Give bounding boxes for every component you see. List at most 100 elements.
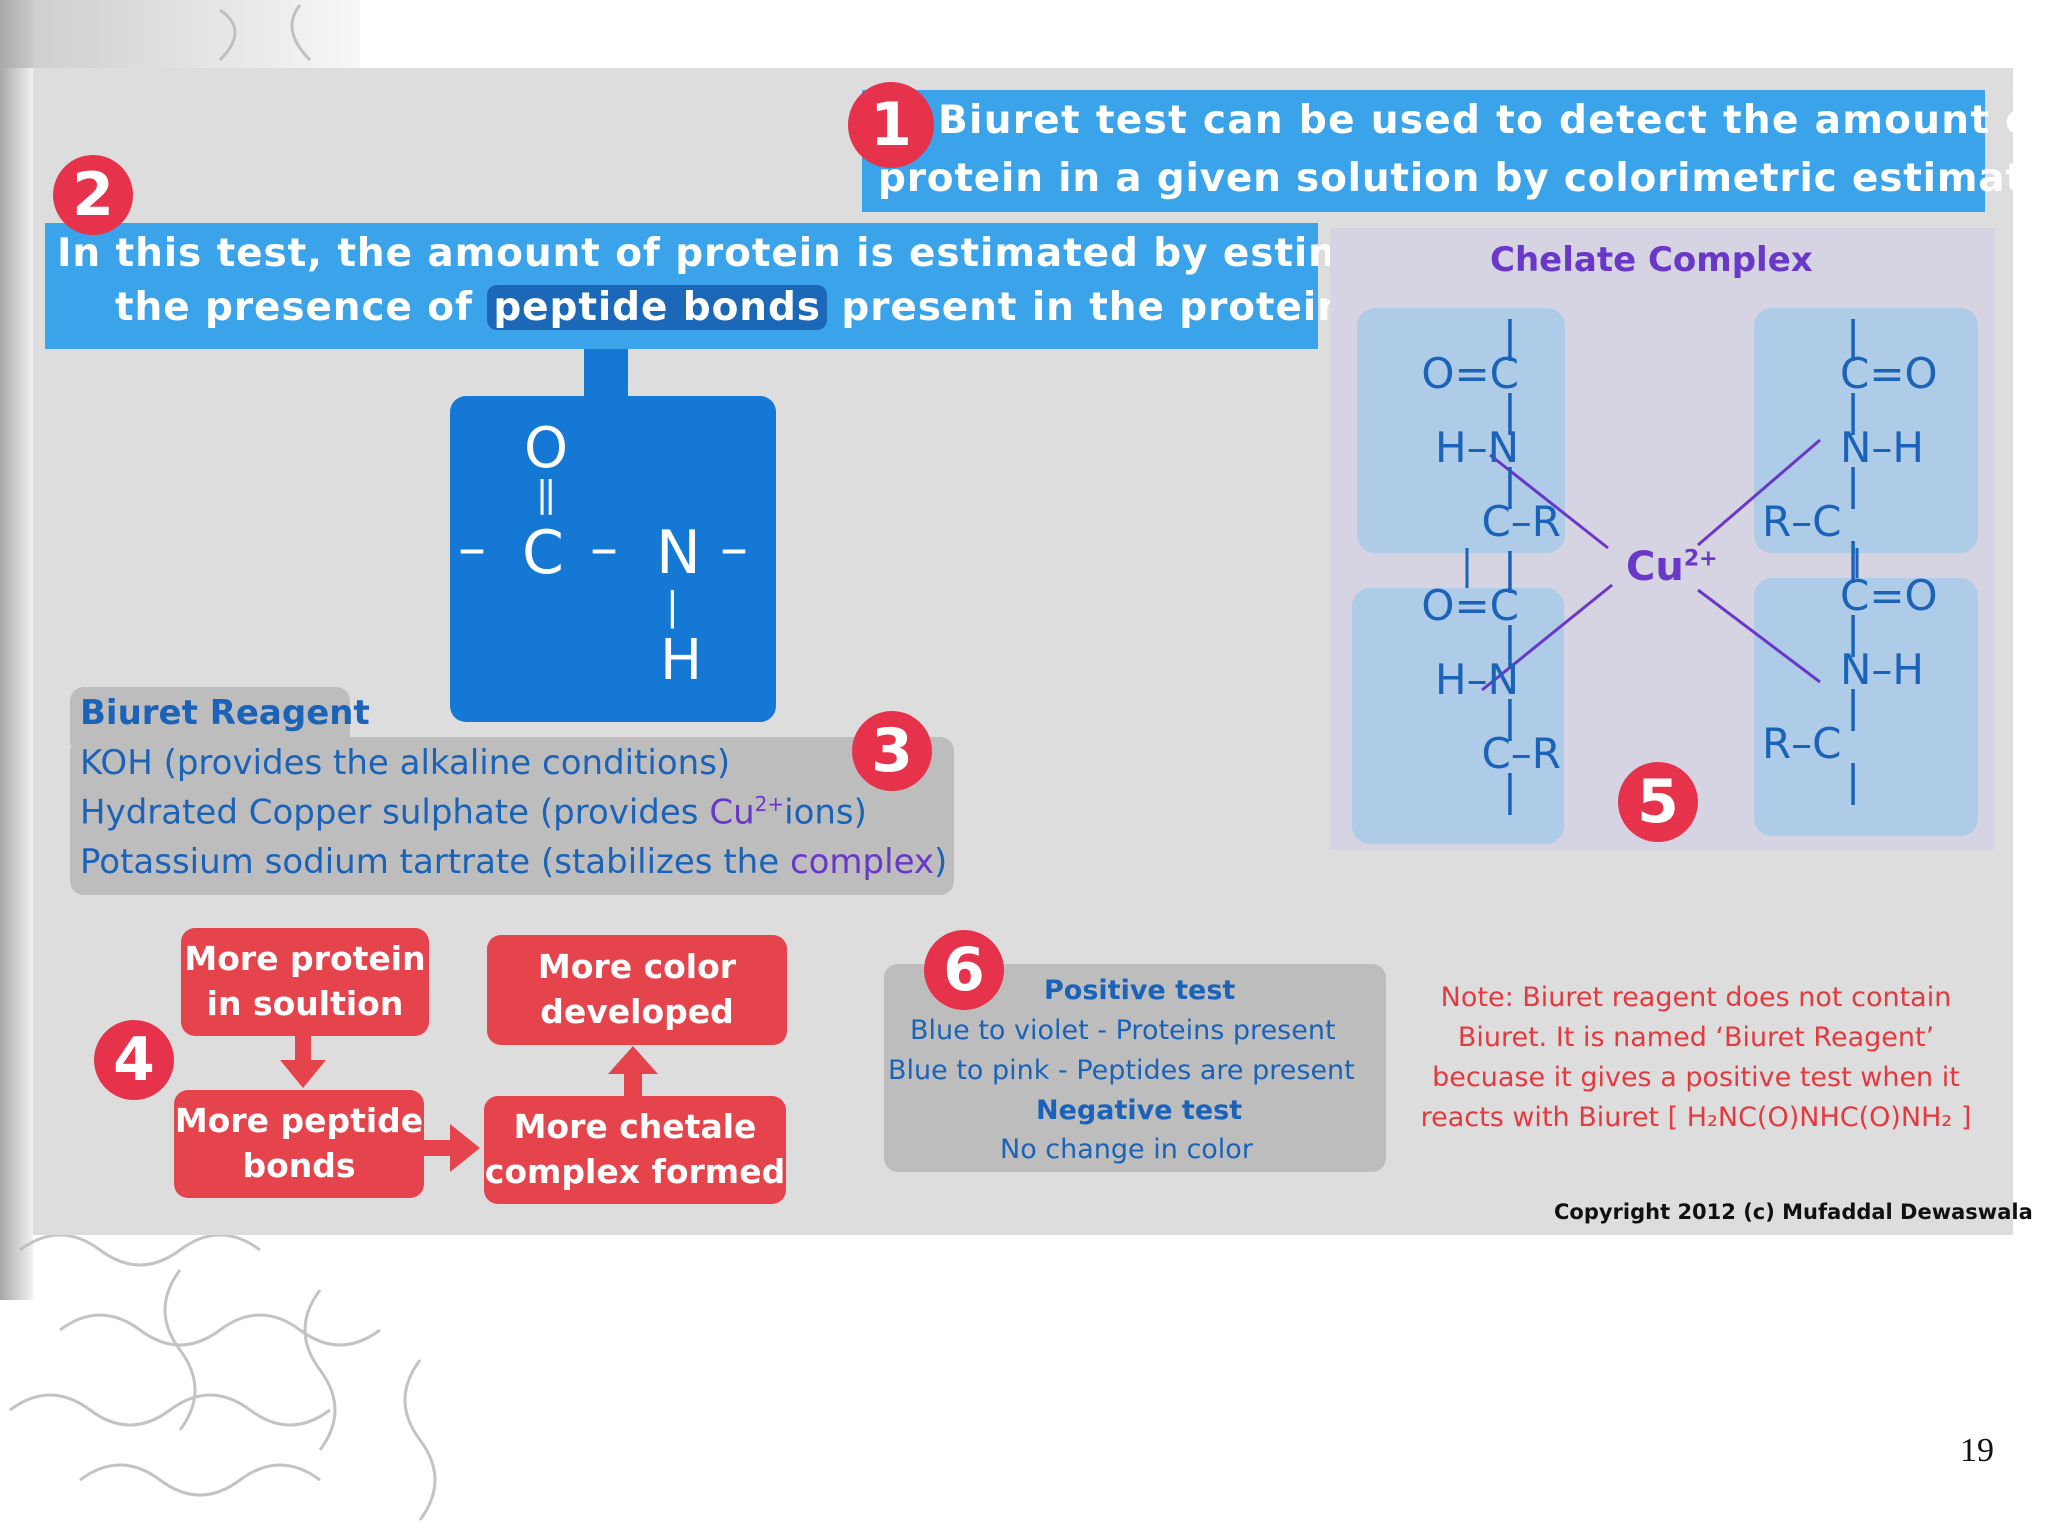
complex-highlight: complex: [789, 842, 935, 882]
chain-rb-5: R–C: [1762, 719, 1842, 768]
cu-charge: 2+: [1683, 546, 1718, 572]
flow-b-line1: More peptide: [174, 1101, 424, 1141]
chain-rt-0: |: [1846, 312, 1861, 361]
box2-line2-pre: the presence of: [115, 285, 473, 330]
chain-left-bottom: | O=C | H–N | C–R |: [1366, 544, 1561, 815]
reagent-line2-pre: Hydrated Copper sulphate (provides: [80, 792, 710, 833]
chain-lt-1: O=C: [1421, 349, 1519, 398]
badge-1: 1: [848, 82, 934, 168]
reagent-line3-post: ): [934, 842, 948, 882]
chain-rt-4: |: [1846, 460, 1861, 509]
arrow-up-head: [608, 1046, 658, 1074]
cu-symbol: Cu: [1626, 544, 1684, 590]
box2-line1: In this test, the amount of protein is e…: [57, 231, 1469, 276]
chain-lt-2: |: [1502, 386, 1517, 435]
chelate-title: Chelate Complex: [1490, 240, 1813, 280]
bond-n1-cu: [1489, 453, 1609, 550]
peptide-dash-right: –: [720, 516, 748, 581]
chain-lt-3: H–N: [1435, 423, 1519, 472]
flow-box-more-chelate: More chetale complex formed: [484, 1096, 786, 1204]
peptide-dash-mid: –: [590, 516, 618, 581]
arrow-right-shaft: [424, 1140, 454, 1156]
peptide-double-bond: ||: [536, 474, 556, 515]
chain-rt-2: |: [1846, 386, 1861, 435]
chain-lb-4: |: [1502, 692, 1517, 741]
reagent-line1: KOH (provides the alkaline conditions): [80, 743, 731, 783]
peptide-h: H: [660, 628, 703, 693]
flow-a-line1: More protein: [184, 939, 426, 979]
chain-rb-6: |: [1846, 756, 1861, 805]
flow-d-line1: More color: [537, 947, 737, 987]
flow-d-line2: developed: [540, 992, 734, 1031]
flow-a-line2: in soultion: [206, 984, 404, 1023]
negative-title: Negative test: [1036, 1095, 1243, 1126]
badge-4: 4: [94, 1020, 174, 1100]
flow-c-line2: complex formed: [484, 1152, 786, 1191]
flow-c-line1: More chetale: [513, 1107, 757, 1147]
peptide-bond-vertical: |: [666, 584, 679, 628]
arrow-up-shaft: [624, 1070, 642, 1098]
peptide-o: O: [524, 416, 569, 481]
note-line1: Note: Biuret reagent does not contain: [1440, 982, 1952, 1013]
box1-definition: Biuret test can be used to detect the am…: [862, 90, 2048, 212]
copper-charge: 2+: [754, 792, 785, 816]
chain-rt-5: R–C: [1762, 497, 1842, 546]
box2-estimation: In this test, the amount of protein is e…: [45, 223, 1467, 349]
box1-line1: Biuret test can be used to detect the am…: [938, 98, 2048, 143]
flow-box-more-peptide: More peptide bonds: [174, 1090, 424, 1198]
badge-6: 6: [924, 930, 1004, 1010]
chain-lb-3: H–N: [1435, 655, 1519, 704]
flow-box-more-color: More color developed: [487, 935, 787, 1045]
bond-n2-cu: [1697, 438, 1821, 547]
chain-lb-1: O=C: [1421, 581, 1519, 630]
chain-lt-4: |: [1502, 460, 1517, 509]
chain-rb-0: |: [1846, 534, 1861, 583]
reagent-line3-pre: Potassium sodium tartrate (stabilizes th…: [80, 842, 790, 882]
chain-rt-3: N–H: [1840, 423, 1924, 472]
reagent-box: [70, 737, 954, 895]
note-line4: reacts with Biuret [ H₂NC(O)NHC(O)NH₂ ]: [1420, 1102, 1972, 1133]
peptide-bond-box: O || – C – N – | H: [450, 396, 776, 722]
flow-box-more-protein: More protein in soultion: [181, 928, 429, 1036]
chain-rb-1: C=O: [1840, 571, 1938, 620]
arrow-down-shaft: [295, 1036, 311, 1064]
chain-lt-5: C–R: [1481, 497, 1561, 546]
arrow-down-head: [280, 1060, 326, 1088]
box2-line2: the presence of peptide bonds present in…: [115, 285, 1386, 330]
chain-rt-1: C=O: [1840, 349, 1938, 398]
reagent-title-tab: [70, 687, 350, 745]
chain-rb-2: |: [1846, 608, 1861, 657]
flow-b-line2: bonds: [242, 1146, 356, 1185]
reagent-title: Biuret Reagent: [80, 693, 370, 733]
chain-rb-4: |: [1846, 682, 1861, 731]
peptide-dash-left: –: [458, 516, 486, 581]
chain-lb-6: |: [1502, 766, 1517, 815]
reagent-line2-post: ions): [784, 792, 867, 833]
chelate-left-top-group: [1357, 308, 1565, 553]
chain-rb-3: N–H: [1840, 645, 1924, 694]
chelate-left-bottom-group: [1352, 588, 1564, 844]
note-line3: becuase it gives a positive test when it: [1432, 1062, 1960, 1093]
chelate-right-bottom-group: [1754, 578, 1978, 836]
copper-ion: Cu: [709, 792, 755, 833]
bond-n3-cu: [1481, 583, 1613, 692]
chain-left-top: | O=C | H–N | C–R: [1366, 316, 1561, 546]
box2-line2-post: present in the proteins.: [841, 285, 1386, 330]
reagent-line3: Potassium sodium tartrate (stabilizes th…: [80, 842, 947, 882]
bond-n4-cu: [1697, 588, 1821, 684]
reagent-line2: Hydrated Copper sulphate (provides Cu2+i…: [80, 792, 867, 832]
note-line2: Biuret. It is named ‘Biuret Reagent’: [1457, 1022, 1935, 1053]
peptide-c: C: [522, 518, 564, 588]
chain-right-bottom: | C=O | N–H | R–C |: [1762, 534, 1972, 805]
chelate-cu: Cu2+: [1626, 544, 1718, 590]
badge-5: 5: [1618, 762, 1698, 842]
page-number: 19: [1960, 1432, 1994, 1469]
positive-line1: Blue to violet - Proteins present: [910, 1015, 1336, 1046]
positive-line2: Blue to pink - Peptides are present: [888, 1055, 1355, 1086]
badge-3: 3: [852, 711, 932, 791]
box1-line2: protein in a given solution by colorimet…: [878, 156, 2048, 201]
chain-lb-0: |: [1502, 544, 1517, 593]
